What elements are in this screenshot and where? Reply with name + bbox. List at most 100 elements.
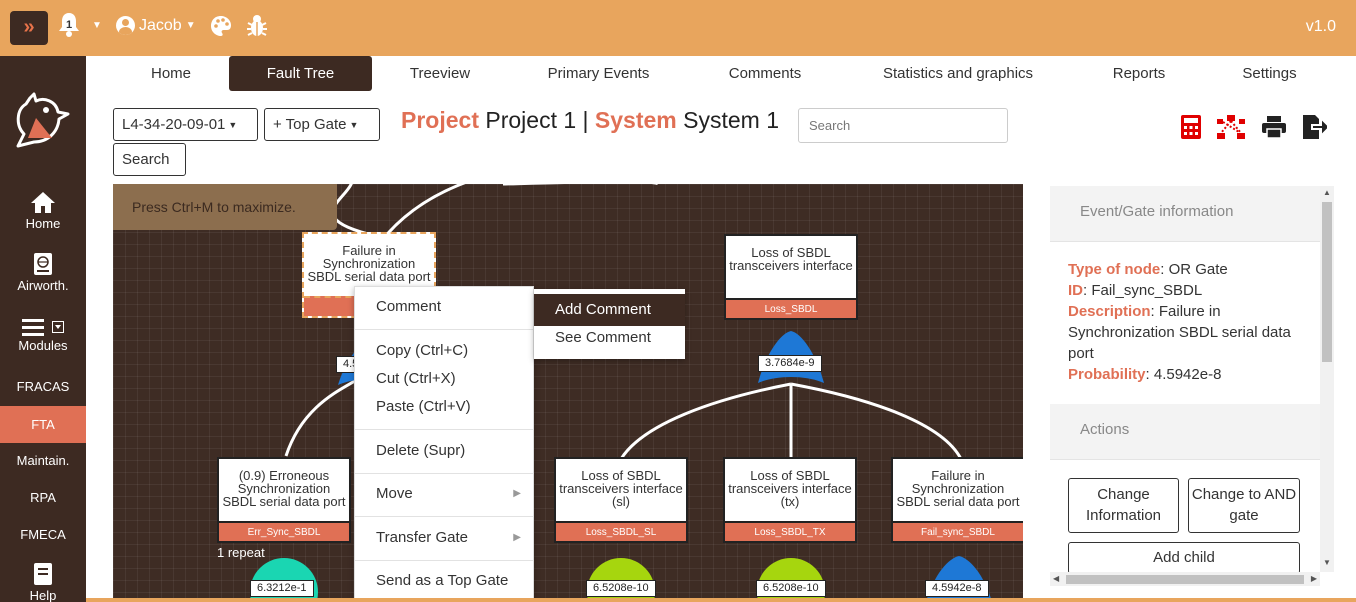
top-gate-label: + Top Gate: [273, 116, 347, 133]
tree-node[interactable]: (0.9) Erroneous Synchronization SBDL ser…: [217, 457, 351, 543]
menu-item-move[interactable]: Move▶: [355, 480, 533, 508]
tab-home[interactable]: Home: [150, 65, 191, 82]
change-information-button[interactable]: Change Information: [1068, 478, 1179, 533]
description-value: : Failure in Synchronization SBDL serial…: [1068, 303, 1291, 362]
node-description: Loss of SBDL transceivers interface (tx): [728, 468, 852, 509]
info-panel-header: Event/Gate information: [1050, 186, 1320, 242]
bell-icon[interactable]: 1: [58, 12, 80, 38]
sidebar-item-label: Airworth.: [17, 278, 69, 293]
sidebar-item-modules[interactable]: Modules: [0, 318, 86, 353]
scroll-down-icon[interactable]: ▼: [1323, 558, 1331, 567]
menu-item-copy[interactable]: Copy (Ctrl+C): [376, 342, 469, 359]
sidebar-item-label: Modules: [18, 338, 68, 353]
search-input[interactable]: [798, 108, 1008, 143]
sidebar-item-home[interactable]: Home: [0, 190, 86, 231]
sidebar-item-maintain[interactable]: Maintain.: [0, 452, 86, 470]
calculator-icon[interactable]: [1178, 114, 1204, 140]
tree-node[interactable]: Loss of SBDL transceivers interface (tx)…: [723, 457, 857, 543]
menu-item-paste[interactable]: Paste (Ctrl+V): [376, 398, 471, 415]
tab-reports[interactable]: Reports: [1112, 65, 1166, 82]
description-label: Description: [1068, 303, 1151, 320]
sidebar-item-rpa[interactable]: RPA: [0, 489, 86, 507]
scroll-right-icon[interactable]: ▶: [1310, 574, 1317, 583]
print-icon[interactable]: [1261, 114, 1287, 140]
tree-select-value: L4-34-20-09-01: [122, 116, 226, 133]
id-label: ID: [1068, 282, 1083, 299]
palette-icon[interactable]: [210, 15, 232, 42]
menu-item-add-comment[interactable]: Add Comment: [534, 294, 685, 326]
tab-comments[interactable]: Comments: [728, 65, 802, 82]
info-panel: Event/Gate information Type of node: OR …: [1050, 186, 1320, 602]
sidebar-item-label: Home: [25, 216, 61, 231]
menu-item-see-comment[interactable]: See Comment: [555, 329, 651, 346]
menu-divider: [355, 473, 533, 474]
bug-icon[interactable]: [246, 14, 268, 43]
menu-divider: [355, 560, 533, 561]
search-button[interactable]: Search: [113, 143, 186, 176]
tree-select-dropdown[interactable]: L4-34-20-09-01▼: [113, 108, 258, 141]
type-label: Type of node: [1068, 261, 1161, 278]
tab-settings[interactable]: Settings: [1242, 65, 1297, 82]
tree-layout-icon[interactable]: [1216, 114, 1246, 140]
sidebar-item-airworth[interactable]: Airworth.: [0, 252, 86, 293]
sidebar-item-fta[interactable]: FTA: [0, 406, 86, 443]
book-globe-icon: [34, 253, 52, 275]
main-tabs: Home Fault Tree Treeview Primary Events …: [86, 56, 1356, 94]
version-label: v1.0: [1305, 18, 1336, 35]
logo-icon: [16, 92, 70, 148]
menu-item-label: Move: [376, 485, 413, 502]
menu-item-cut[interactable]: Cut (Ctrl+X): [376, 370, 456, 387]
tree-node[interactable]: Failure in Synchronization SBDL serial d…: [891, 457, 1023, 543]
menu-item-comment[interactable]: Comment: [376, 298, 442, 315]
node-description: (0.9) Erroneous Synchronization SBDL ser…: [222, 468, 346, 509]
top-gate-dropdown[interactable]: + Top Gate▼: [264, 108, 380, 141]
info-panel-body: Type of node: OR Gate ID: Fail_sync_SBDL…: [1068, 259, 1308, 385]
sidebar-item-fracas[interactable]: FRACAS: [0, 378, 86, 396]
sidebar-item-label: Help: [29, 588, 57, 602]
tab-treeview[interactable]: Treeview: [409, 65, 471, 82]
menu-divider: [355, 516, 533, 517]
menu-item-send-top-gate[interactable]: Send as a Top Gate: [376, 572, 509, 589]
add-child-button[interactable]: Add child: [1068, 542, 1300, 574]
export-icon[interactable]: [1301, 114, 1327, 140]
caret-down-icon: ▼: [349, 119, 359, 130]
id-value: : Fail_sync_SBDL: [1083, 282, 1203, 299]
page-title: Project Project 1 | System System 1: [401, 107, 779, 134]
scroll-left-icon[interactable]: ◀: [1053, 574, 1060, 583]
bottom-border: [86, 598, 1356, 602]
chevron-down-icon[interactable]: ▼: [92, 20, 102, 31]
user-name: Jacob: [139, 16, 182, 34]
tree-node[interactable]: Loss of SBDL transceivers interface (sl)…: [554, 457, 688, 543]
chevron-right-icon: ▶: [513, 532, 521, 543]
tab-fault-tree[interactable]: Fault Tree: [229, 56, 372, 91]
comment-submenu: Add Comment See Comment: [534, 289, 685, 359]
type-value: : OR Gate: [1160, 261, 1228, 278]
tab-primary-events[interactable]: Primary Events: [547, 65, 650, 82]
node-id: Fail_sync_SBDL: [893, 521, 1023, 541]
fault-tree-canvas[interactable]: Press Ctrl+M to maximize. Failure in Syn…: [113, 184, 1023, 602]
sidebar-item-fmeca[interactable]: FMECA: [0, 526, 86, 544]
menu-item-delete[interactable]: Delete (Supr): [376, 442, 466, 459]
expand-sidebar-button[interactable]: »: [10, 11, 48, 45]
horizontal-scrollbar[interactable]: ◀ ▶: [1050, 572, 1320, 586]
sidebar: Home Airworth. Modules FRACAS FTA Mainta…: [0, 56, 86, 602]
sidebar-item-label: FMECA: [20, 527, 66, 542]
node-probability: 6.5208e-10: [756, 580, 826, 597]
project-label: Project: [401, 107, 479, 133]
top-bar: » 1 ▼ Jacob ▼ v1.0: [0, 0, 1356, 56]
vertical-scrollbar[interactable]: ▲ ▼: [1320, 186, 1334, 572]
node-id: Loss_SBDL: [726, 298, 856, 318]
actions-header: Actions: [1050, 404, 1320, 460]
scroll-up-icon[interactable]: ▲: [1323, 188, 1331, 197]
scrollbar-thumb[interactable]: [1322, 202, 1332, 362]
tab-statistics[interactable]: Statistics and graphics: [882, 65, 1034, 82]
change-to-and-gate-button[interactable]: Change to AND gate: [1188, 478, 1300, 533]
sidebar-item-help[interactable]: Help: [0, 562, 86, 602]
sidebar-item-label: FTA: [31, 417, 55, 432]
tree-node[interactable]: Loss of SBDL transceivers interface Loss…: [724, 234, 858, 320]
scrollbar-thumb[interactable]: [1066, 575, 1304, 584]
sidebar-item-label: RPA: [30, 490, 56, 505]
notification-count: 1: [66, 19, 72, 31]
menu-item-transfer-gate[interactable]: Transfer Gate▶: [355, 524, 533, 552]
user-menu[interactable]: Jacob ▼: [116, 16, 196, 35]
